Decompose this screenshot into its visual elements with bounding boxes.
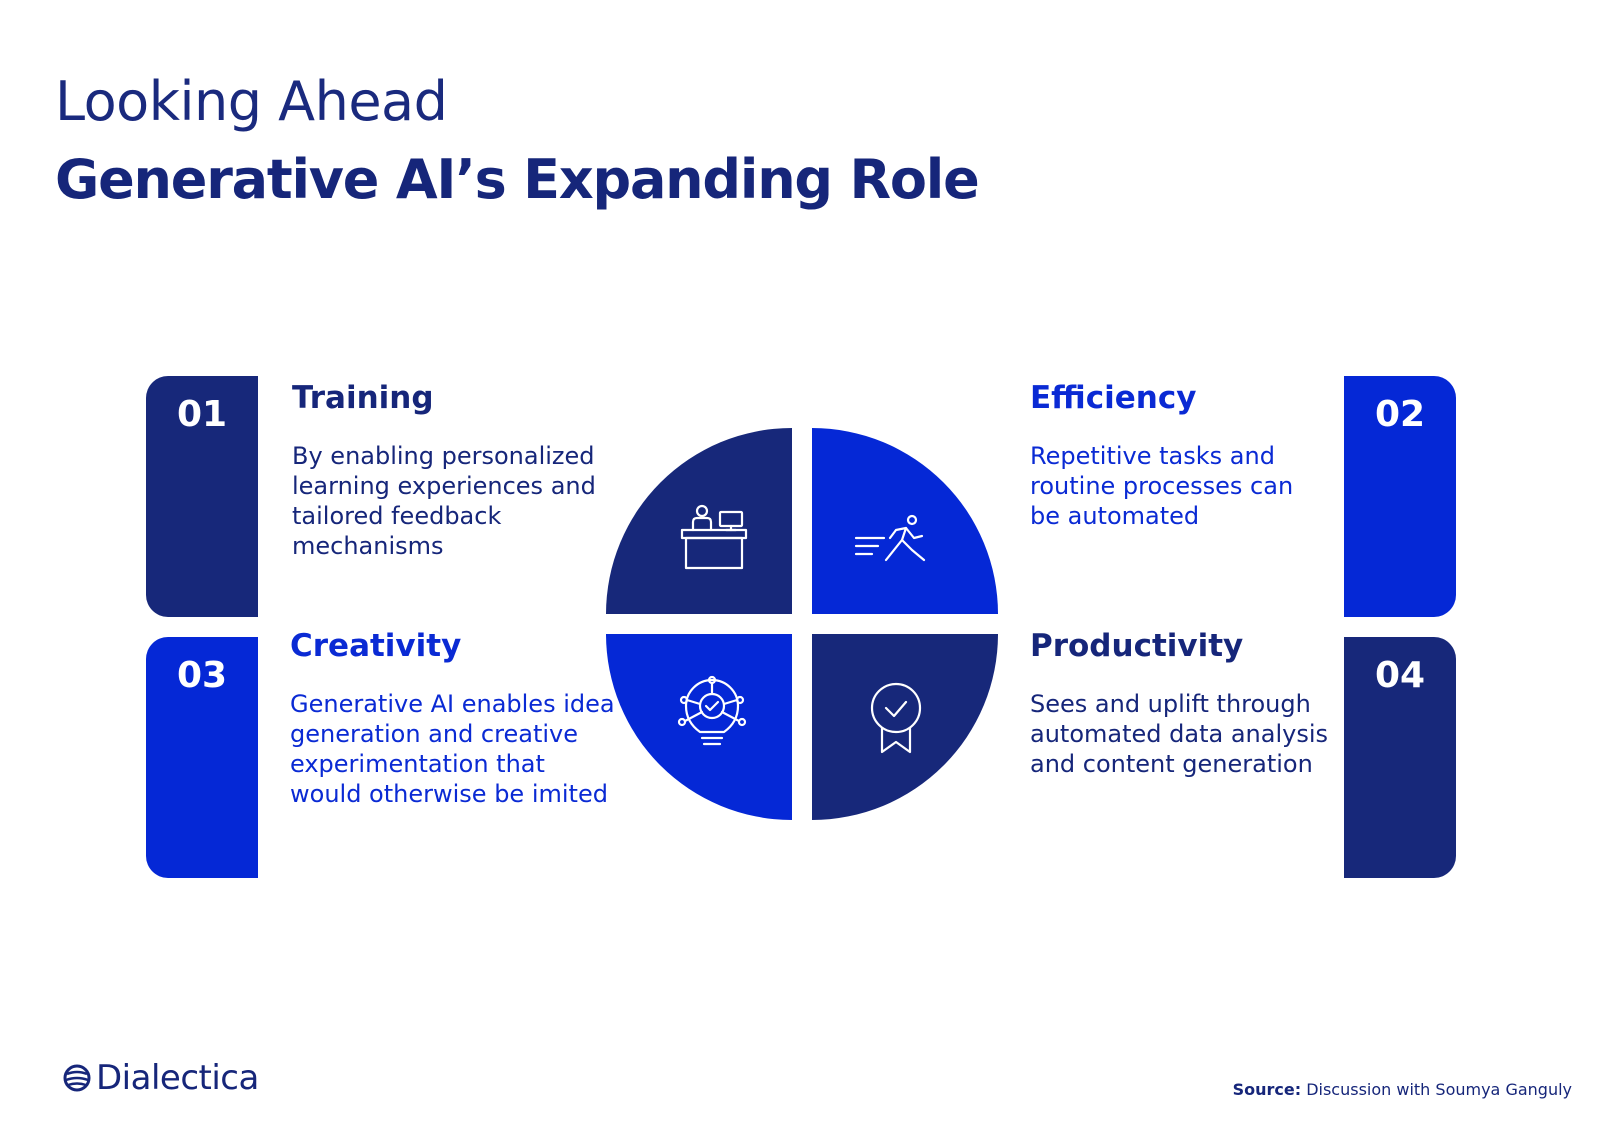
dialectica-logo: Dialectica [62, 1058, 259, 1098]
number-box-02: 02 [1344, 376, 1456, 617]
quadrant-efficiency [812, 428, 998, 614]
source-label: Source: [1232, 1080, 1302, 1099]
page-title: Generative AI’s Expanding Role [55, 148, 980, 211]
quadrant-productivity [812, 634, 998, 820]
item-desc-productivity: Sees and uplift through automated data a… [1030, 690, 1328, 778]
globe-icon [63, 1064, 91, 1092]
lightbulb-network-icon [677, 675, 747, 746]
reception-desk-icon [680, 504, 748, 570]
logo-text: Dialectica [96, 1058, 259, 1098]
quadrant-training [606, 428, 792, 614]
item-title-productivity: Productivity [1030, 628, 1244, 664]
item-desc-training: By enabling personalized learning experi… [292, 442, 596, 560]
source-text: Discussion with Soumya Ganguly [1306, 1080, 1572, 1099]
running-person-icon [854, 514, 926, 562]
number-box-03: 03 [146, 637, 258, 878]
quadrant-creativity [606, 634, 792, 820]
number-box-04: 04 [1344, 637, 1456, 878]
item-title-creativity: Creativity [290, 628, 462, 664]
source-note: Source: Discussion with Soumya Ganguly [1233, 1080, 1572, 1099]
award-badge-icon [870, 682, 922, 754]
item-title-efficiency: Efficiency [1030, 380, 1197, 416]
quadrant-wheel [606, 428, 998, 820]
number-box-01: 01 [146, 376, 258, 617]
item-desc-creativity: Generative AI enables idea generation an… [290, 690, 615, 808]
item-title-training: Training [292, 380, 434, 416]
page-title-light: Looking Ahead [55, 70, 448, 133]
item-desc-efficiency: Repetitive tasks and routine processes c… [1030, 442, 1294, 530]
